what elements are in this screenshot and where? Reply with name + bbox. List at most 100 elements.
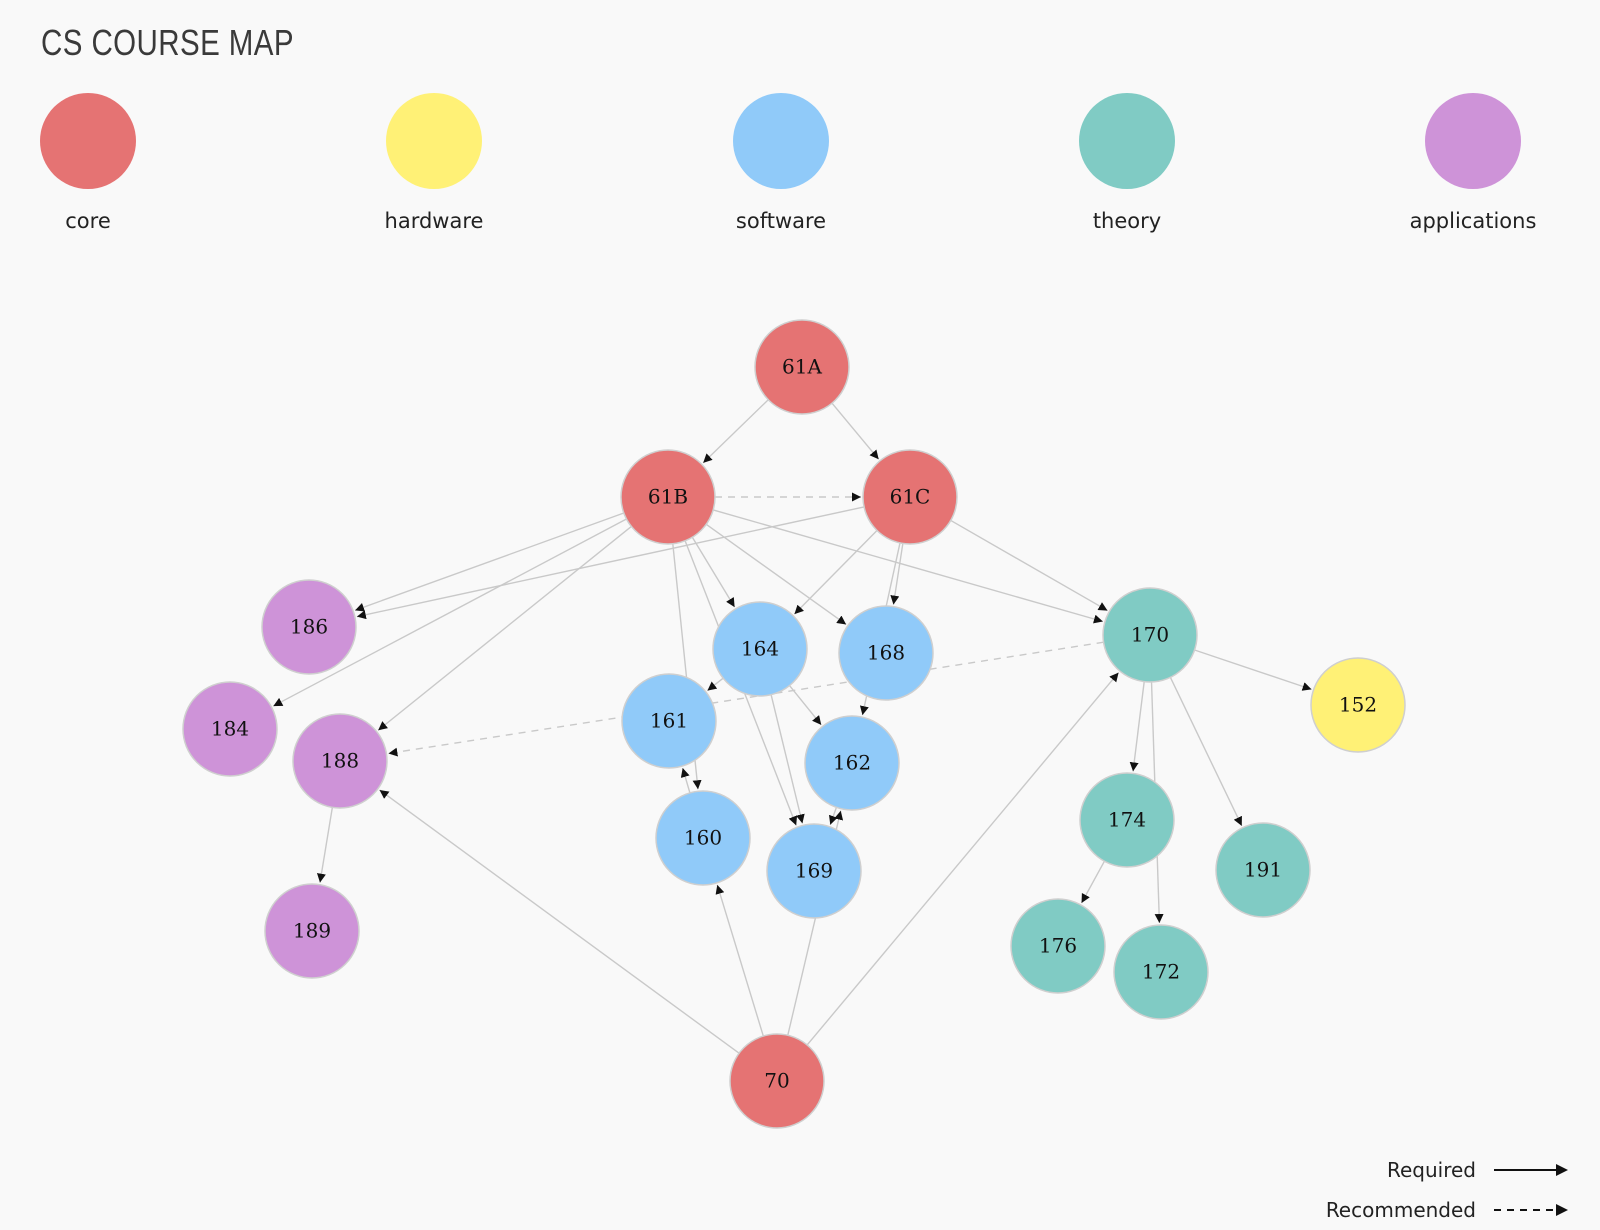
course-node-label: 162 <box>833 751 871 775</box>
edge-key-recommended-label: Recommended <box>1325 1198 1476 1222</box>
edge-70-to-160 <box>715 884 764 1037</box>
course-node-label: 174 <box>1108 808 1146 832</box>
edge-174-to-176 <box>1080 860 1106 904</box>
course-node-70[interactable]: 70 <box>729 1033 825 1129</box>
course-node-circle[interactable] <box>264 883 360 979</box>
edge-key-recommended: Recommended <box>1326 1190 1570 1230</box>
legend-swatch-core <box>40 93 136 189</box>
legend-label-software: software <box>735 209 827 233</box>
solid-arrow-icon <box>1494 1164 1568 1176</box>
course-node-169[interactable]: 169 <box>766 823 862 919</box>
edge-61B-to-170 <box>712 509 1104 624</box>
edge-61B-to-188 <box>377 525 632 731</box>
course-node-label: 70 <box>764 1069 789 1093</box>
course-node-label: 168 <box>867 641 905 665</box>
course-node-189[interactable]: 189 <box>264 883 360 979</box>
legend-swatch-applications <box>1425 93 1521 189</box>
course-node-label: 61B <box>648 485 688 509</box>
edge-key-required-label: Required <box>1386 1158 1476 1182</box>
course-node-circle[interactable] <box>766 823 862 919</box>
course-node-168[interactable]: 168 <box>838 605 934 701</box>
course-node-circle[interactable] <box>261 579 357 675</box>
course-node-label: 186 <box>290 615 328 639</box>
course-node-162[interactable]: 162 <box>804 715 900 811</box>
course-node-circle[interactable] <box>1215 822 1311 918</box>
course-node-circle[interactable] <box>621 673 717 769</box>
edge-162-to-169 <box>829 807 838 826</box>
course-node-circle[interactable] <box>1310 657 1406 753</box>
course-node-label: 152 <box>1339 693 1377 717</box>
edge-61B-to-164 <box>691 536 736 608</box>
edge-170-to-188 <box>388 641 1104 757</box>
edge-61A-to-61B <box>702 399 769 464</box>
course-node-circle[interactable] <box>655 790 751 886</box>
course-node-circle[interactable] <box>862 449 958 545</box>
course-node-label: 188 <box>321 749 359 773</box>
course-node-164[interactable]: 164 <box>712 601 808 697</box>
edge-164-to-162 <box>788 685 822 726</box>
edge-170-to-174 <box>1129 681 1145 772</box>
edge-key-required: Required <box>1326 1150 1570 1190</box>
course-node-circle[interactable] <box>838 605 934 701</box>
course-node-label: 169 <box>795 859 833 883</box>
edge-61B-to-186 <box>354 512 625 612</box>
legend-label-hardware: hardware <box>384 209 484 233</box>
edge-160-to-161 <box>680 767 691 794</box>
course-node-184[interactable]: 184 <box>182 681 278 777</box>
edge-61B-to-184 <box>272 518 627 707</box>
course-node-label: 161 <box>650 709 688 733</box>
course-node-188[interactable]: 188 <box>292 713 388 809</box>
legend-item-hardware: hardware <box>364 93 504 233</box>
legend-item-theory: theory <box>1057 93 1197 233</box>
course-node-circle[interactable] <box>1113 924 1209 1020</box>
course-node-label: 172 <box>1142 960 1180 984</box>
course-node-152[interactable]: 152 <box>1310 657 1406 753</box>
course-node-circle[interactable] <box>182 681 278 777</box>
course-node-172[interactable]: 172 <box>1113 924 1209 1020</box>
course-node-circle[interactable] <box>620 449 716 545</box>
edge-61A-to-61C <box>831 402 880 460</box>
course-node-label: 176 <box>1039 934 1077 958</box>
course-node-label: 164 <box>741 637 779 661</box>
legend-item-core: core <box>18 93 158 233</box>
page-title: CS COURSE MAP <box>41 22 295 63</box>
course-node-circle[interactable] <box>804 715 900 811</box>
course-node-186[interactable]: 186 <box>261 579 357 675</box>
legend-swatch-software <box>733 93 829 189</box>
course-node-label: 189 <box>293 919 331 943</box>
course-node-label: 61A <box>782 355 822 379</box>
course-node-61A[interactable]: 61A <box>754 319 850 415</box>
edge-164-to-169 <box>770 694 805 824</box>
edge-61C-to-164 <box>793 529 878 615</box>
node-layer: 61A 61B 61C 70 186 184 188 189 164 168 161 162 160 16… <box>182 319 1406 1129</box>
dashed-arrow-icon <box>1494 1204 1568 1216</box>
course-node-176[interactable]: 176 <box>1010 898 1106 994</box>
course-node-label: 184 <box>211 717 249 741</box>
course-node-circle[interactable] <box>1102 587 1198 683</box>
course-node-61B[interactable]: 61B <box>620 449 716 545</box>
course-node-191[interactable]: 191 <box>1215 822 1311 918</box>
course-node-170[interactable]: 170 <box>1102 587 1198 683</box>
edge-61C-to-168 <box>890 543 904 605</box>
course-node-174[interactable]: 174 <box>1079 772 1175 868</box>
legend-label-applications: applications <box>1409 209 1537 233</box>
course-node-160[interactable]: 160 <box>655 790 751 886</box>
legend-item-applications: applications <box>1403 93 1543 233</box>
course-node-label: 191 <box>1244 858 1282 882</box>
course-node-circle[interactable] <box>1010 898 1106 994</box>
edge-164-to-161 <box>706 677 724 692</box>
course-node-circle[interactable] <box>754 319 850 415</box>
course-node-circle[interactable] <box>712 601 808 697</box>
course-node-circle[interactable] <box>729 1033 825 1129</box>
course-node-circle[interactable] <box>292 713 388 809</box>
legend-swatch-theory <box>1079 93 1175 189</box>
edge-61B-to-168 <box>705 523 847 626</box>
legend-label-theory: theory <box>1092 209 1162 233</box>
course-node-161[interactable]: 161 <box>621 673 717 769</box>
legend-label-core: core <box>65 209 111 233</box>
course-node-circle[interactable] <box>1079 772 1175 868</box>
edge-61C-to-170 <box>950 519 1108 612</box>
course-node-61C[interactable]: 61C <box>862 449 958 545</box>
edge-170-to-191 <box>1169 677 1243 827</box>
